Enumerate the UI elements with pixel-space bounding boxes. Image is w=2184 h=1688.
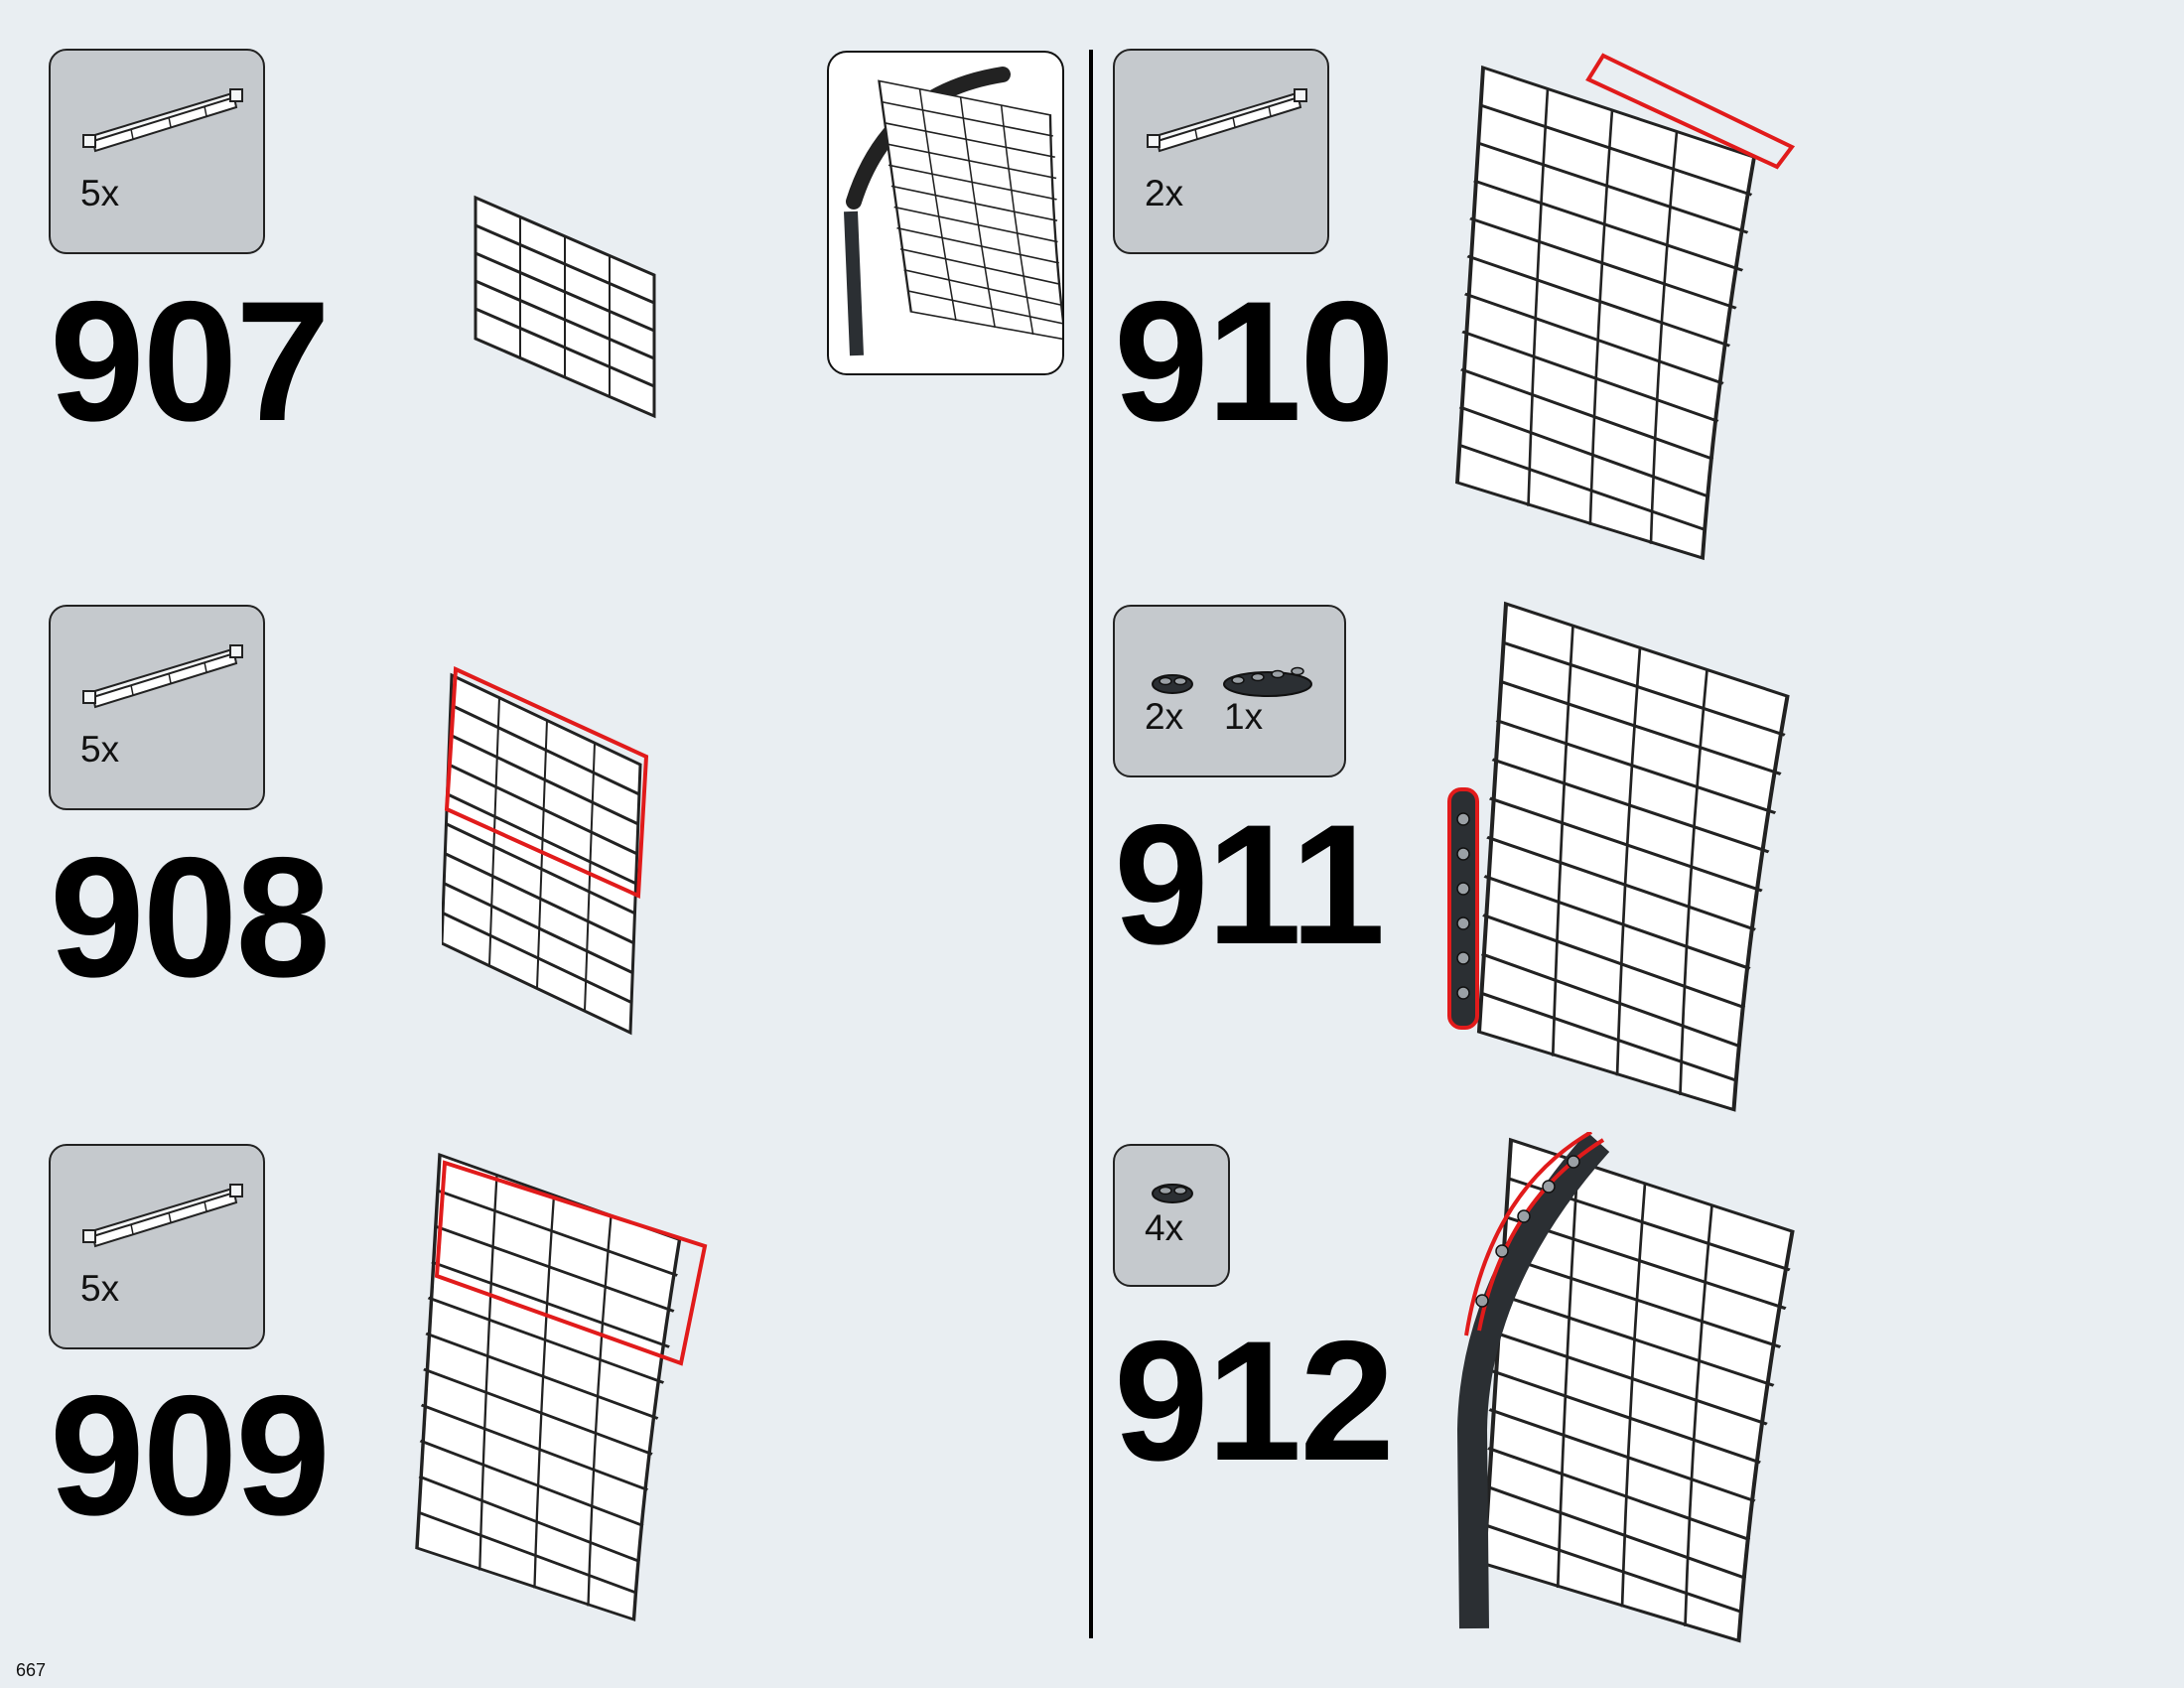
parts-list-909: 5x [49,1144,265,1349]
step-number-908: 908 [50,822,331,1013]
step-909-illustration [415,1153,708,1621]
parts-list-910: 2x [1113,49,1329,254]
step-number-909: 909 [50,1360,331,1551]
glass-panel-part-icon [82,644,243,708]
column-divider [1089,50,1093,1638]
step-907-illustration [474,196,656,418]
glass-panel-part-icon [82,1184,243,1247]
step-912-illustration [1457,1132,1822,1648]
parts-list-907: 5x [49,49,265,254]
step-911-illustration [1447,596,1817,1112]
parts-list-908: 5x [49,605,265,810]
parts-list-911: 2x 1x [1113,605,1346,777]
part-quantity: 2x [1145,173,1184,213]
step-910-illustration [1455,53,1796,560]
step-number-911: 911 [1114,789,1385,980]
page-number: 667 [16,1660,47,1680]
part-quantity-plate-1x2: 2x [1145,696,1184,737]
curved-window-assembly-image [844,64,1098,356]
parts-list-912: 4x [1113,1144,1230,1287]
part-quantity: 5x [80,1268,120,1309]
part-quantity: 5x [80,173,120,213]
step-number-912: 912 [1114,1306,1395,1496]
step-908-illustration [442,665,649,1036]
part-quantity: 4x [1145,1207,1184,1248]
part-quantity-plate-1x4: 1x [1224,696,1264,737]
step-number-910: 910 [1114,266,1395,457]
sub-assembly-callout [827,51,1098,375]
plate-1x2-icon [1152,674,1193,694]
step-number-907: 907 [50,266,331,457]
glass-panel-part-icon [82,88,243,152]
part-quantity: 5x [80,729,120,770]
plate-parts-icons [1152,666,1312,697]
glass-panel-part-icon [1147,88,1307,152]
plate-1x4-icon [1223,666,1312,697]
